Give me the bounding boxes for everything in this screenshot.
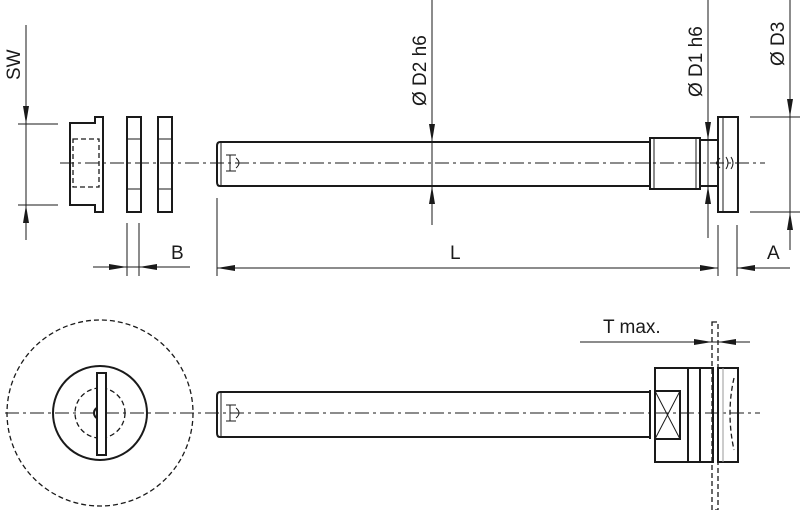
washer — [157, 116, 173, 213]
assembled-view: T max. — [5, 317, 760, 510]
d1-label: Ø D1 h6 — [686, 26, 707, 97]
d2-dimension: Ø D2 h6 — [410, 0, 435, 225]
washer — [126, 116, 142, 213]
l-dimension: L — [216, 198, 719, 276]
a-label: A — [767, 243, 780, 264]
t-max-label: T max. — [603, 317, 661, 338]
t-max-dimension: T max. — [580, 317, 750, 345]
b-label: B — [171, 243, 184, 264]
sw-dimension: SW — [4, 25, 58, 240]
a-dimension: A — [736, 225, 790, 276]
side-view: SW B — [4, 0, 800, 276]
d3-dimension: Ø D3 — [750, 0, 800, 250]
d1-dimension: Ø D1 h6 — [686, 0, 711, 238]
l-label: L — [450, 243, 461, 264]
d2-label: Ø D2 h6 — [410, 35, 431, 106]
bolt — [216, 116, 739, 213]
assembled-bolt — [216, 321, 739, 510]
nut — [69, 116, 104, 213]
sw-label: SW — [4, 49, 25, 80]
end-view — [6, 319, 194, 507]
b-dimension: B — [93, 223, 190, 276]
d3-label: Ø D3 — [768, 22, 789, 66]
